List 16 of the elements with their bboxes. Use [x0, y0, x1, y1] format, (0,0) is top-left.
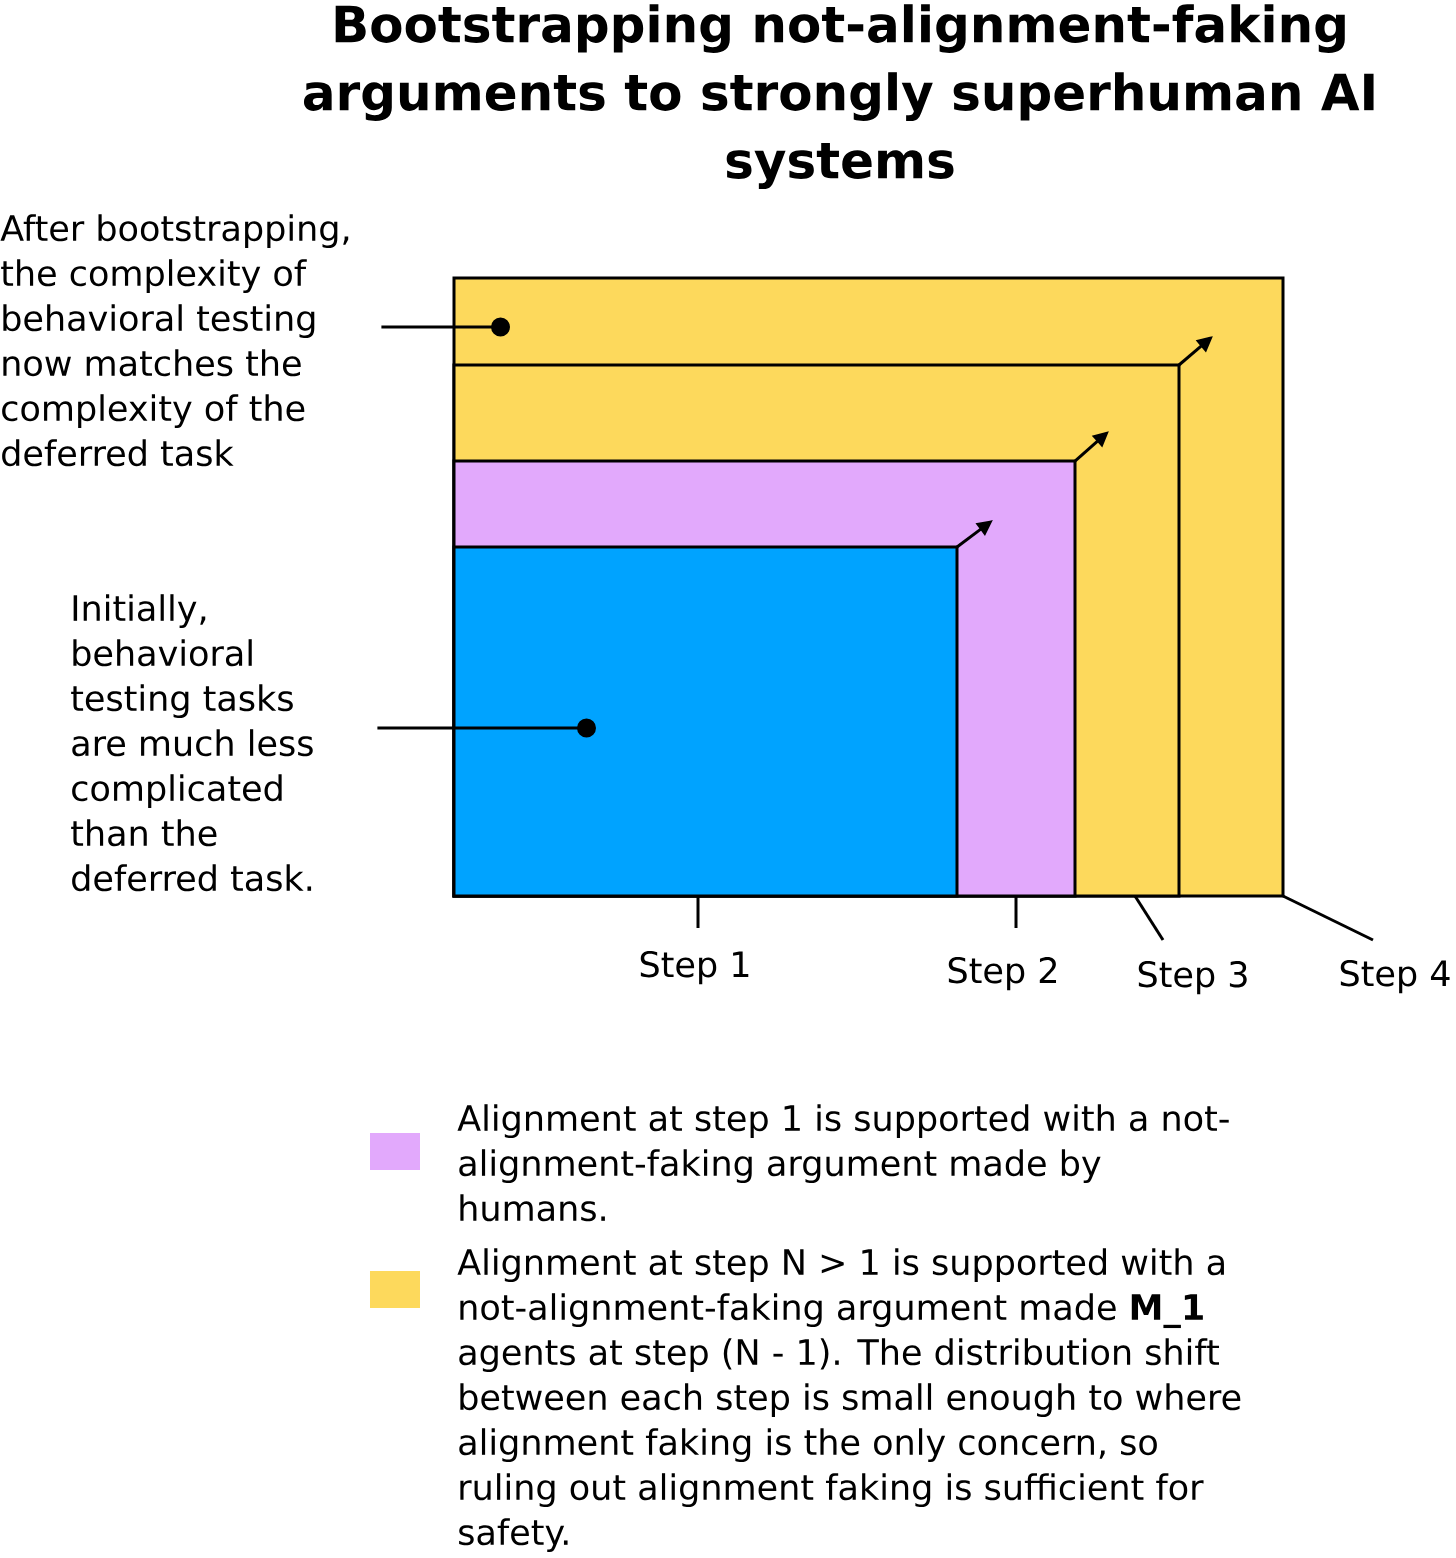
region-box: [452, 545, 959, 898]
title: Bootstrapping not-alignment-faking arguments to strongly superhuman AI systems: [303, 4, 1374, 189]
step-label: Step 2: [948, 957, 1056, 991]
step-label: Step 4: [1340, 960, 1450, 994]
annotation-text: Initially, behavioral testing tasks are much less complicated than the deferred task.: [71, 594, 313, 892]
leader-line: [377, 718, 596, 738]
step-label: Step 3: [1138, 961, 1247, 995]
leader-line: [1282, 894, 1374, 942]
step-label: Step 1: [640, 951, 749, 985]
leader-line: [381, 317, 510, 337]
leader-line: [1133, 895, 1165, 941]
legend-text: Alignment at step N > 1 is supported with a not-alignment-faking argument made M_1 agents at step (N - 1). The distribution shift between each step is small enough to where alignment faking is the only concern, so ruling out alignment faking is sufficient for safety.: [457, 1248, 1241, 1553]
leader-line: [1014, 896, 1018, 928]
legend-text: Alignment at step 1 is supported with a not-alignment-faking argument made by humans.: [457, 1104, 1229, 1222]
annotation-text: After bootstrapping, the complexity of behavioral testing now matches the complexity of the deferred task: [0, 214, 349, 467]
leader-line: [696, 896, 700, 928]
